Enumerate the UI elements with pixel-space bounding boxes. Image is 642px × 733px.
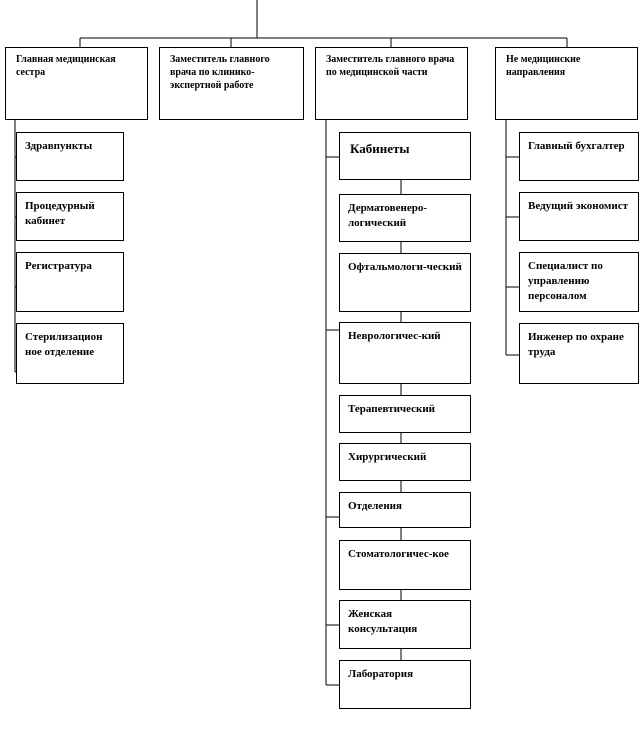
header-deputy-clinical-expert: Заместитель главного врача по клинико-эк… — [159, 47, 304, 120]
item-lead-economist: Ведущий экономист — [519, 192, 639, 241]
header-deputy-medical: Заместитель главного врача по медицинско… — [315, 47, 468, 120]
item-therapy: Терапевтический — [339, 395, 471, 433]
item-neurology: Неврологичес-кий — [339, 322, 471, 384]
item-departments: Отделения — [339, 492, 471, 528]
item-chief-accountant: Главный бухгалтер — [519, 132, 639, 181]
item-cabinets: Кабинеты — [339, 132, 471, 180]
item-registry: Регистратура — [16, 252, 124, 312]
item-safety-engineer: Инженер по охране труда — [519, 323, 639, 384]
item-dermatovenerology: Дерматовенеро-логический — [339, 194, 471, 242]
item-procedure-room: Процедурный кабинет — [16, 192, 124, 241]
item-dentistry: Стоматологичес-кое — [339, 540, 471, 590]
header-non-medical: Не медицинские направления — [495, 47, 638, 120]
header-chief-nurse: Главная медицинская сестра — [5, 47, 148, 120]
item-ophthalmology: Офтальмологи-ческий — [339, 253, 471, 312]
item-womens-consultation: Женская консультация — [339, 600, 471, 649]
item-sterilization-dept: Стерилизацион ное отделение — [16, 323, 124, 384]
item-laboratory: Лаборатория — [339, 660, 471, 709]
item-hr-specialist: Специалист по управлению персоналом — [519, 252, 639, 312]
item-surgery: Хирургический — [339, 443, 471, 481]
item-first-aid-posts: Здравпункты — [16, 132, 124, 181]
